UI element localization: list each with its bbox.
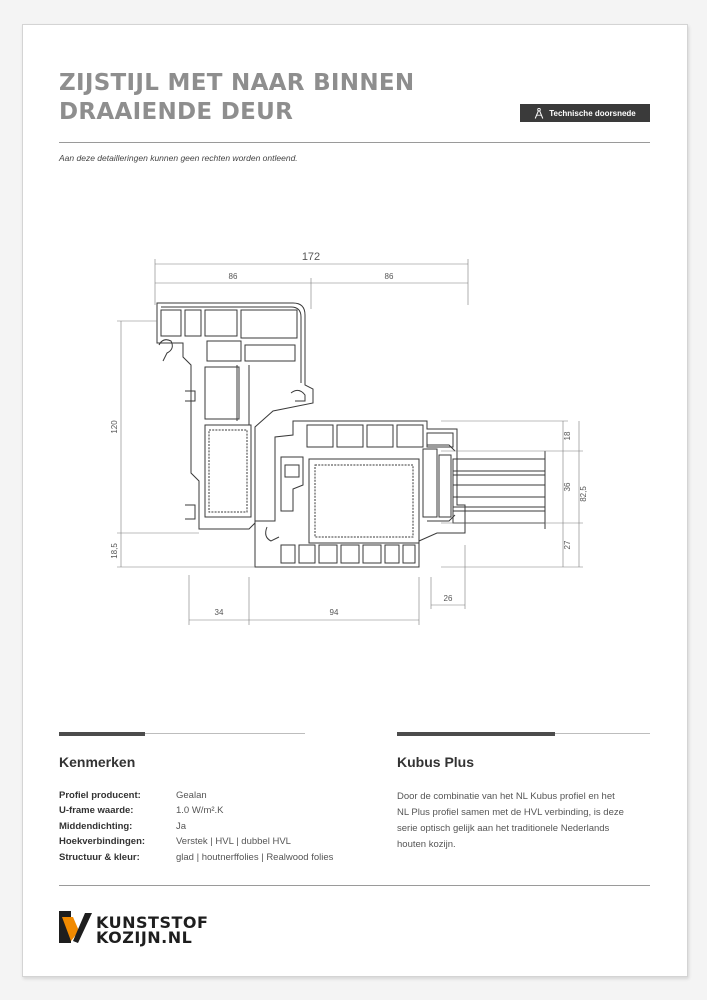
logo-mark-icon (59, 911, 93, 948)
kenmerken-title: Kenmerken (59, 754, 136, 770)
dim-27: 27 (563, 540, 572, 549)
product-description: Door de combinatie van het NL Kubus prof… (397, 791, 624, 850)
dim-26: 26 (444, 594, 453, 603)
spec-value: Ja (176, 820, 187, 832)
dim-total: 172 (302, 251, 320, 263)
logo-text: KUNSTSTOF KOZIJN.NL (96, 912, 209, 947)
dim-36: 36 (563, 482, 572, 491)
frame-profile (156, 302, 314, 530)
spec-row: Profiel producent: Gealan (59, 790, 333, 805)
spec-value: glad | houtnerffolies | Realwood folies (176, 851, 334, 863)
tag-label: Technische doorsnede (549, 108, 636, 118)
page-title: ZIJSTIJL MET NAAR BINNEN DRAAIENDE DEUR (59, 69, 499, 127)
header-divider (59, 142, 650, 143)
spec-row: U-frame waarde: 1.0 W/m².K (59, 805, 333, 820)
spec-label: Hoekverbindingen: (59, 836, 146, 848)
kenmerken-line (145, 733, 305, 734)
disclaimer-text: Aan deze detailleringen kunnen geen rech… (59, 153, 298, 163)
product-title: Kubus Plus (397, 754, 475, 770)
title-line-1: ZIJSTIJL MET NAAR BINNEN (59, 70, 415, 96)
dim-bottom-left: 18,5 (110, 543, 119, 559)
cross-section-drawing: 172 86 86 120 18,5 34 94 26 18 36 27 82,… (110, 251, 588, 625)
dim-94: 94 (330, 608, 339, 617)
dim-34: 34 (215, 608, 224, 617)
spec-label: Middendichting: (59, 820, 133, 832)
title-line-2: DRAAIENDE DEUR (59, 99, 294, 125)
product-bar (397, 732, 555, 736)
kunststofkozijn-logo[interactable]: KUNSTSTOF KOZIJN.NL (59, 911, 208, 948)
spec-value: Verstek | HVL | dubbel HVL (176, 836, 291, 848)
logo-line-2: KOZIJN.NL (96, 927, 193, 947)
spec-value: 1.0 W/m².K (176, 805, 224, 817)
kenmerken-bar (59, 732, 145, 736)
glass-unit (452, 451, 546, 529)
document-sheet: ZIJSTIJL MET NAAR BINNEN DRAAIENDE DEUR … (22, 24, 688, 977)
spec-row: Structuur & kleur: glad | houtnerffolies… (59, 852, 333, 867)
spec-label: U-frame waarde: (59, 805, 134, 817)
compass-icon (534, 107, 544, 119)
logo-line-1: KUNSTSTOF (96, 912, 209, 932)
dim-left: 86 (229, 272, 238, 281)
footer-divider (59, 885, 650, 886)
spec-list: Profiel producent: Gealan U-frame waarde… (59, 790, 333, 867)
technical-section-tag: Technische doorsnede (520, 104, 650, 122)
dim-height: 120 (110, 420, 119, 434)
product-line (555, 733, 650, 734)
spec-row: Hoekverbindingen: Verstek | HVL | dubbel… (59, 836, 333, 851)
glazing-bead (422, 444, 456, 522)
dim-right: 86 (385, 272, 394, 281)
dimension-labels: 172 86 86 120 18,5 34 94 26 18 36 27 82,… (110, 251, 588, 617)
sash-profile (254, 420, 466, 568)
dim-18: 18 (563, 431, 572, 440)
dim-82-5: 82,5 (579, 486, 588, 502)
dimension-lines (117, 259, 583, 625)
spec-row: Middendichting: Ja (59, 821, 333, 836)
spec-label: Profiel producent: (59, 790, 141, 801)
spec-value: Gealan (176, 790, 207, 801)
spec-label: Structuur & kleur: (59, 851, 140, 863)
